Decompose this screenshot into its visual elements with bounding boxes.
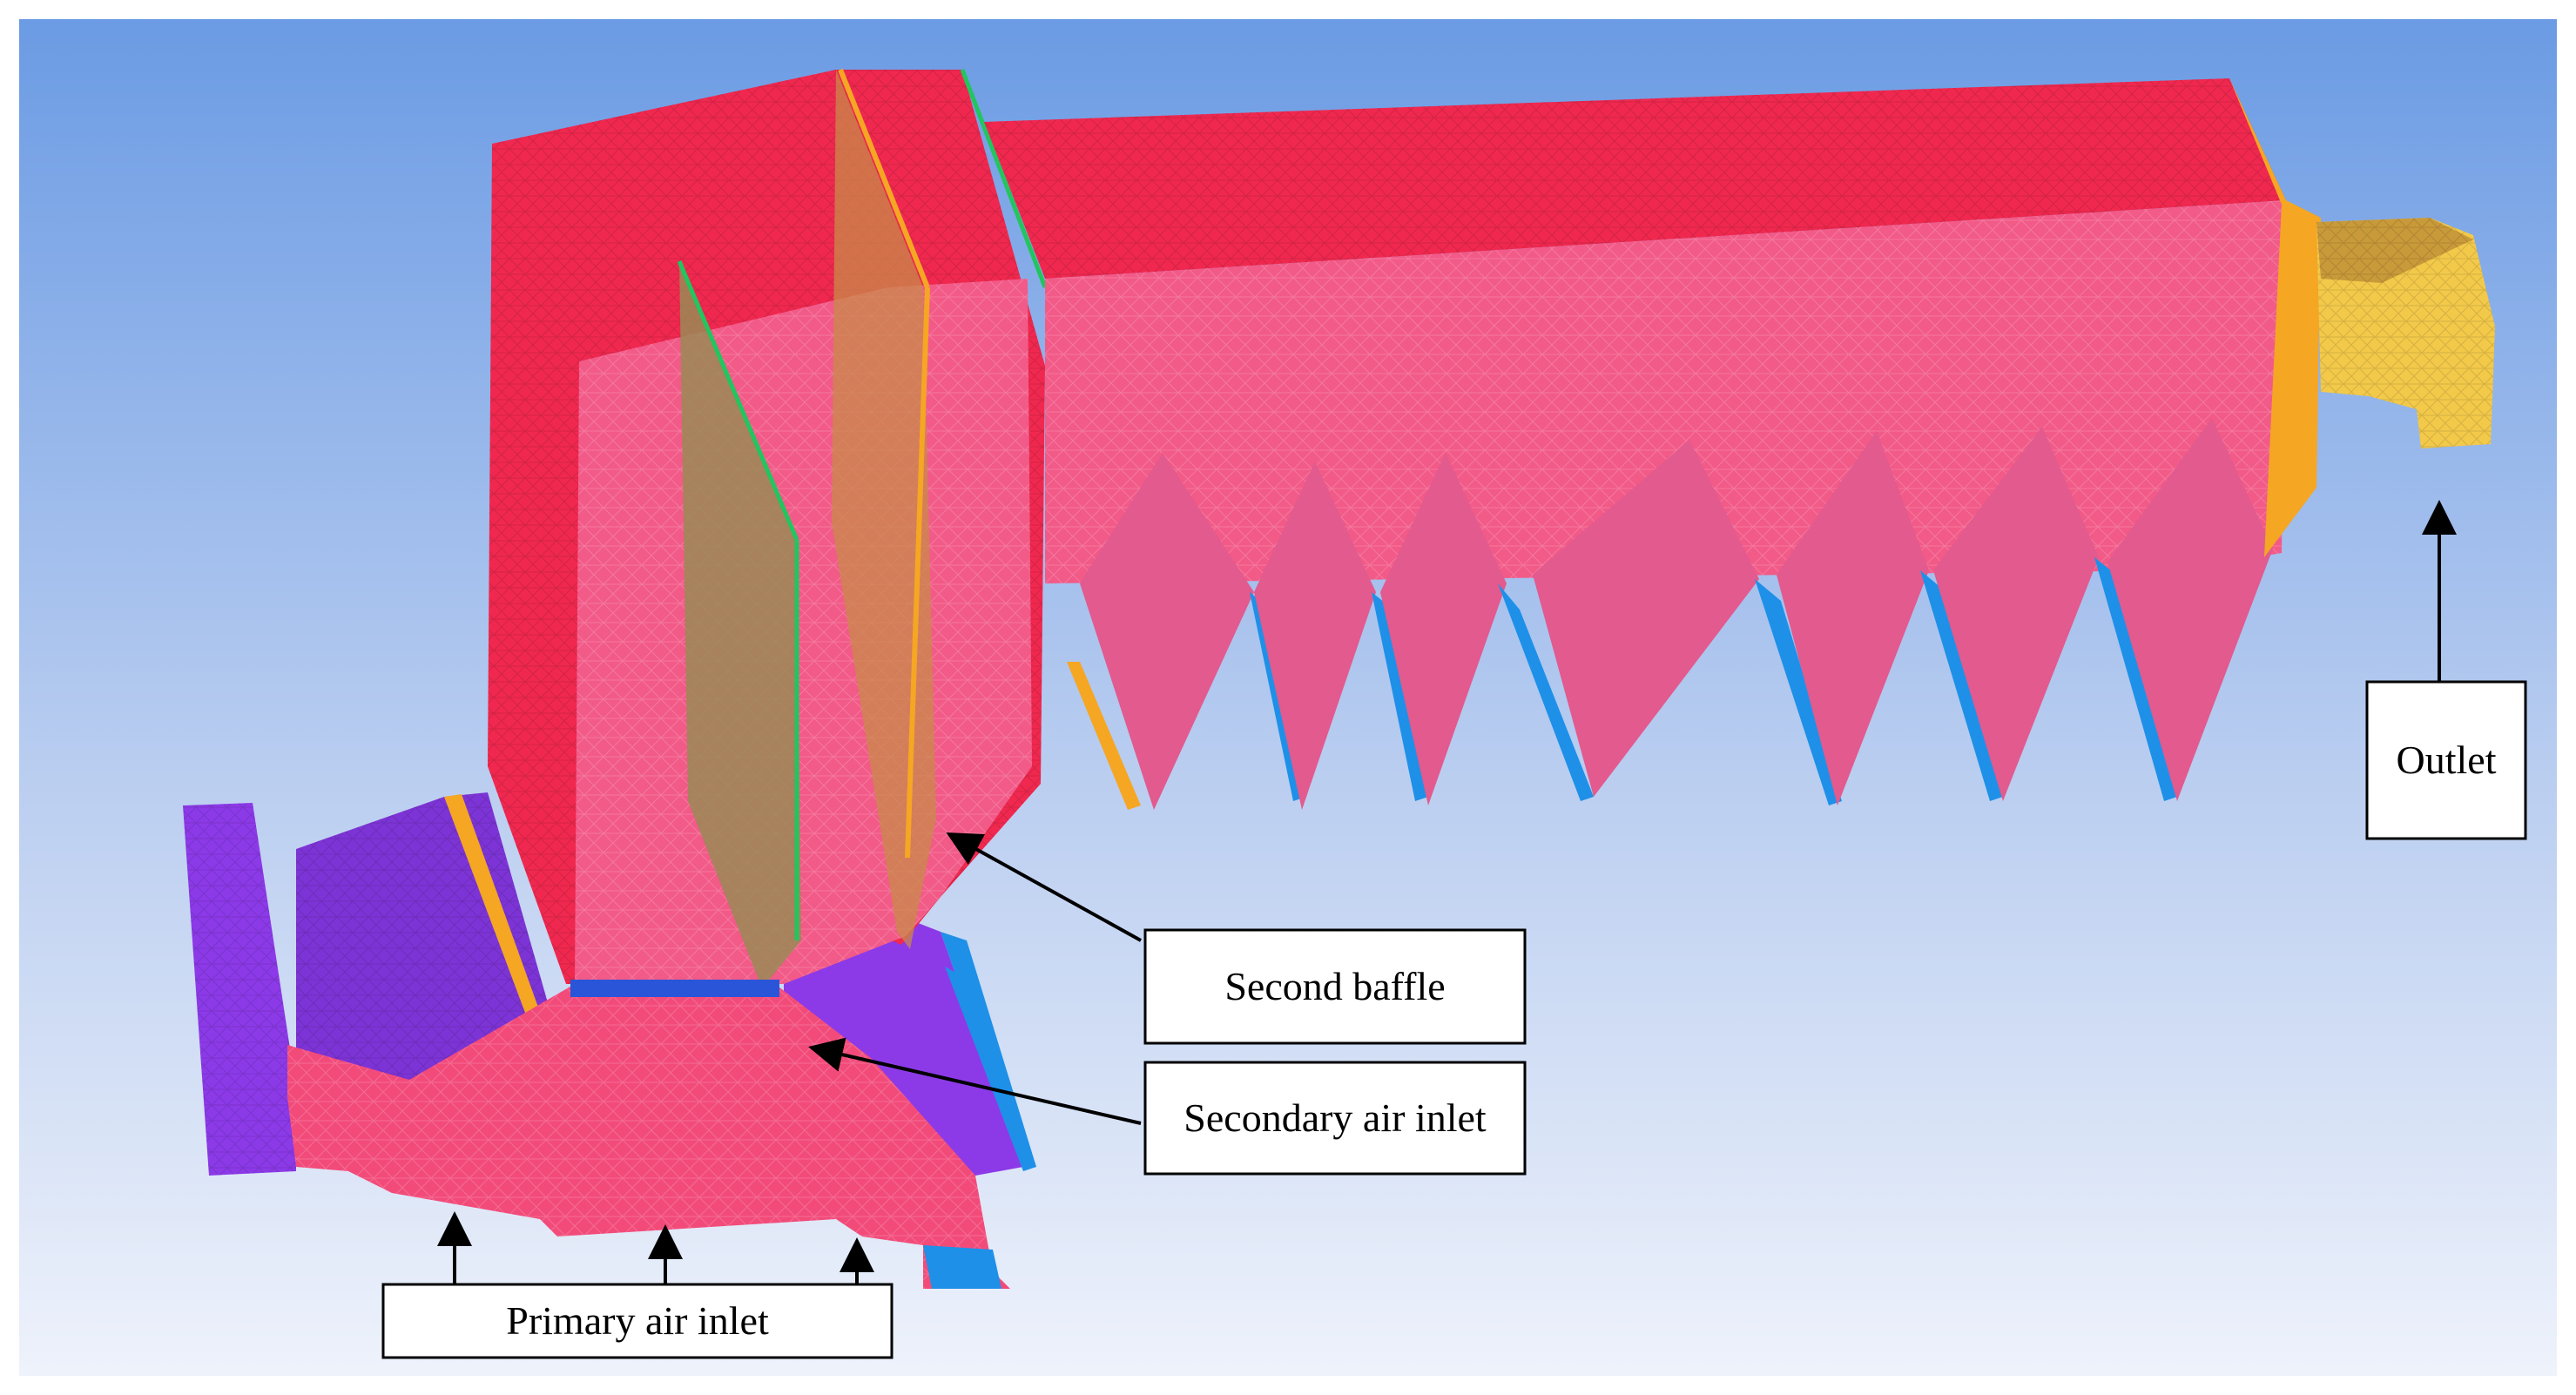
mesh-model (183, 68, 2495, 1289)
hopper-2 (1254, 462, 1376, 810)
inlet-duct-left-top-mesh (296, 792, 557, 1093)
hopper-6-blue (2094, 557, 2177, 801)
label-text-second-baffle: Second baffle (1224, 964, 1445, 1008)
hopper-group (1067, 418, 2273, 810)
hopper-6 (1933, 427, 2099, 801)
label-text-secondary-air-inlet: Secondary air inlet (1183, 1095, 1487, 1140)
second-baffle-edge-green (960, 69, 1048, 288)
label-secondary-air-inlet: Secondary air inlet (1143, 1061, 1527, 1176)
hopper-1 (1080, 453, 1254, 810)
first-baffle (679, 261, 801, 988)
hopper-7 (2107, 418, 2273, 801)
arrow-second-baffle (946, 832, 1142, 942)
flue-duct-front-mesh (1045, 200, 2286, 583)
inlet-duct-left-mesh (183, 803, 296, 1176)
label-second-baffle: Second baffle (1143, 928, 1527, 1045)
inlet-orange-strip (444, 794, 549, 1041)
outlet-transition (2229, 78, 2321, 557)
furnace-bottom-blue-edge (945, 967, 1036, 1171)
label-box-outlet (2365, 680, 2527, 840)
label-primary-air-inlet: Primary air inlet (381, 1283, 894, 1359)
outlet-box-mesh (2316, 218, 2495, 448)
first-baffle-edge (677, 260, 799, 541)
hopper-3 (1380, 453, 1507, 805)
separator-bar (570, 980, 779, 997)
label-text-primary-air-inlet: Primary air inlet (506, 1298, 769, 1343)
hopper-5 (1777, 431, 1929, 805)
label-outlet: Outlet (2365, 680, 2527, 840)
label-text-outlet: Outlet (2397, 738, 2497, 782)
hopper-3-blue (1498, 583, 1594, 801)
label-box-second-baffle (1143, 928, 1527, 1045)
annotation-arrows (437, 500, 2457, 1284)
arrow-secondary-air-inlet (808, 1037, 1142, 1125)
second-baffle-edge (838, 68, 930, 289)
flue-duct-top-mesh (984, 78, 2286, 279)
label-box-primary-air-inlet (381, 1283, 894, 1359)
hopper-7-blue (1067, 662, 1141, 810)
furnace-bottom-blue-foot (923, 1245, 1001, 1289)
hopper-4 (1533, 440, 1759, 797)
label-box-secondary-air-inlet (1143, 1061, 1527, 1176)
second-baffle-edge-2 (905, 286, 930, 859)
hopper-2-blue (1372, 592, 1428, 801)
hopper-4-blue (1755, 579, 1842, 805)
hopper-5-blue (1920, 570, 2003, 801)
